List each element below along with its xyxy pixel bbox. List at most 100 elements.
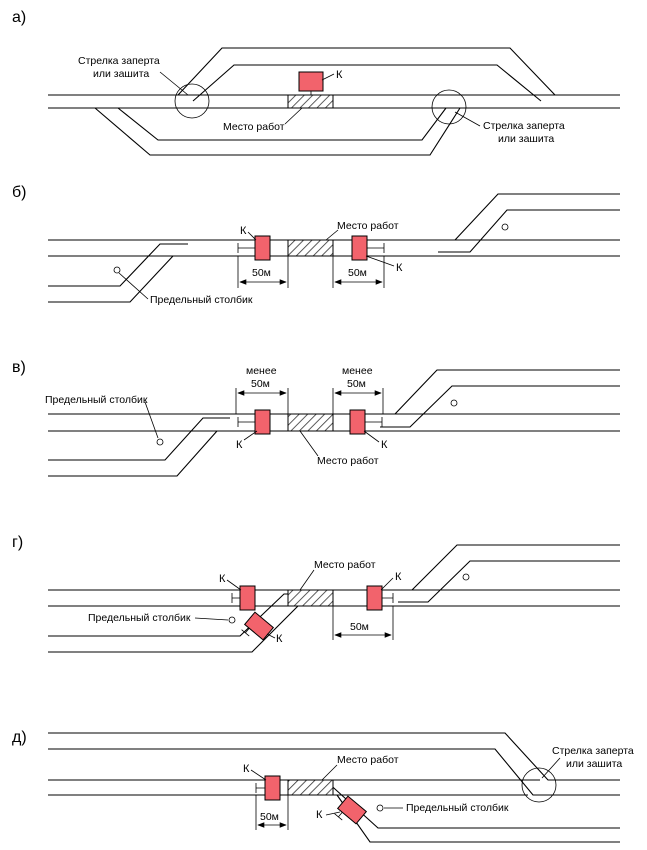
panel-a-loop-top-outer	[177, 47, 556, 96]
panel-g: г) 50м К К К Место работ Пр	[12, 534, 620, 653]
panel-v-label: в)	[12, 359, 26, 376]
panel-d-dist-left: 50м	[260, 811, 279, 823]
panel-g-worksite-leader	[299, 569, 315, 591]
panel-b-k-left: К	[240, 225, 247, 237]
panel-b-limit-post-left	[113, 266, 121, 274]
panel-b-right-branch-1	[454, 193, 620, 241]
panel-d-k-diag: К	[316, 809, 323, 821]
panel-v-right-branch-2	[380, 385, 620, 428]
panel-v-k-right-leader	[363, 430, 380, 443]
panel-d-label: д)	[12, 729, 27, 746]
panel-a-switch-right-label-1: Стрелка заперта	[483, 120, 565, 132]
panel-v-blocker-right	[349, 409, 366, 435]
panel-d-lower-branch-1	[324, 779, 620, 829]
panel-d-stop-mark-left	[255, 783, 265, 793]
panel-a-switch-right-label-2: или зашита	[498, 133, 554, 145]
panel-a-blocker	[298, 71, 324, 92]
panel-v-k-left-leader	[243, 430, 258, 441]
panel-a-switch-right-circle	[431, 89, 467, 125]
panel-d-blocker-left	[264, 775, 281, 801]
panel-d-k-left: К	[243, 763, 250, 775]
panel-b-stop-mark-right	[367, 243, 385, 253]
panel-v-dist-right-1: менее	[342, 365, 373, 377]
panel-b-worksite	[287, 239, 334, 257]
panel-d-upper-rail-1	[48, 732, 620, 781]
panel-g-limit-post-right	[462, 573, 470, 581]
panel-a-switch-left-leader	[159, 71, 189, 96]
panel-a-switch-left-circle	[174, 83, 210, 119]
panel-v-limit-post-left	[156, 438, 164, 446]
panel-g-stop-mark-right	[382, 593, 394, 603]
panel-v-left-branch-2	[48, 430, 218, 477]
panel-g-right-branch-2	[398, 560, 620, 603]
panel-v-stop-mark-left	[237, 417, 255, 427]
panel-b-worksite-leader	[325, 229, 339, 241]
panel-b-limit-post-leader	[118, 272, 149, 300]
panel-v-k-left: К	[236, 439, 243, 451]
panel-d-worksite	[287, 779, 334, 796]
panel-a-worksite-leader	[284, 107, 303, 125]
panel-g-worksite-label: Место работ	[314, 559, 376, 571]
panel-a-switch-left-label-2: или зашита	[93, 68, 149, 80]
panel-a-loop-top-inner	[192, 64, 542, 102]
panel-v-limit-post-label: Предельный столбик	[45, 394, 148, 406]
panel-a-worksite	[287, 94, 334, 109]
panel-d-switch-label-1: Стрелка заперта	[552, 745, 634, 757]
panel-v: в) менее 50м менее 50м К К Место работ	[12, 359, 620, 477]
panel-g-worksite	[287, 589, 334, 607]
panel-g-k-diag: К	[276, 633, 283, 645]
panel-b-k-right-leader	[365, 255, 395, 267]
panel-v-left-branch-1	[48, 417, 230, 461]
panel-v-k-right: К	[381, 439, 388, 451]
panel-b-dist-left: 50м	[252, 267, 271, 279]
panel-g-blocker-diag	[243, 611, 275, 641]
panel-d-blocker-diag	[336, 795, 368, 825]
panel-v-dist-left-1: менее	[246, 365, 277, 377]
panel-a-loop-bottom-inner	[117, 107, 447, 141]
panel-g-right-branch-1	[411, 544, 620, 591]
panel-b-right-branch-2	[438, 209, 620, 253]
panel-g-blocker-diag-group	[241, 611, 275, 641]
panel-v-right-branch-1	[394, 369, 620, 415]
panel-g-blocker-left	[239, 585, 256, 611]
panel-d-switch-leader	[541, 757, 561, 779]
panel-g-k-right-leader	[380, 577, 394, 591]
panel-v-worksite-leader	[299, 430, 319, 457]
panel-d-switch-circle	[521, 767, 557, 803]
panel-a-switch-left-label-1: Стрелка заперта	[78, 55, 160, 67]
panel-g-k-left: К	[219, 573, 226, 585]
panel-g-blocker-right	[366, 585, 383, 611]
panel-d-switch-label-2: или зашита	[566, 758, 622, 770]
panel-b-k-left-leader	[247, 231, 257, 241]
panel-d-upper-rail-2	[48, 748, 620, 796]
panel-a: а) Стрелка заперта или зашита Стрелка за…	[12, 9, 620, 156]
panel-g-label: г)	[12, 534, 23, 551]
panel-b-limit-post-label: Предельный столбик	[150, 294, 253, 306]
panel-v-blocker-left	[254, 409, 271, 435]
panel-d-stop-mark-diag	[334, 812, 343, 821]
panel-g-dist-right: 50м	[350, 621, 369, 633]
panel-g-left-branch-2	[48, 605, 299, 653]
panel-v-limit-post-leader	[144, 401, 159, 439]
panel-b-left-branch-1	[48, 243, 188, 287]
panel-g-k-left-leader	[226, 579, 242, 591]
panel-b-label: б)	[12, 184, 27, 201]
panel-d-k-diag-leader	[325, 811, 341, 816]
panel-g-stop-mark-diag	[241, 628, 250, 637]
panel-b-dist-right: 50м	[348, 267, 367, 279]
panel-g-stop-mark-left	[231, 593, 240, 603]
panel-v-limit-post-right	[450, 399, 458, 407]
panel-d-blocker-diag-group	[334, 795, 368, 825]
panel-g-limit-post-leader	[194, 617, 229, 621]
panel-a-label: а)	[12, 9, 26, 26]
panel-v-dist-right-2: 50м	[347, 378, 366, 390]
panel-b-left-branch-2	[48, 255, 174, 303]
panel-b-limit-post-right	[501, 223, 509, 231]
panel-a-worksite-label: Место работ	[223, 121, 285, 133]
panel-a-switch-right-leader	[454, 111, 481, 127]
panel-d-k-left-leader	[250, 769, 267, 781]
panel-d-limit-post-label: Предельный столбик	[406, 802, 509, 814]
panel-b-blocker-left	[254, 235, 271, 261]
panel-a-loop-bottom-outer	[94, 107, 461, 156]
